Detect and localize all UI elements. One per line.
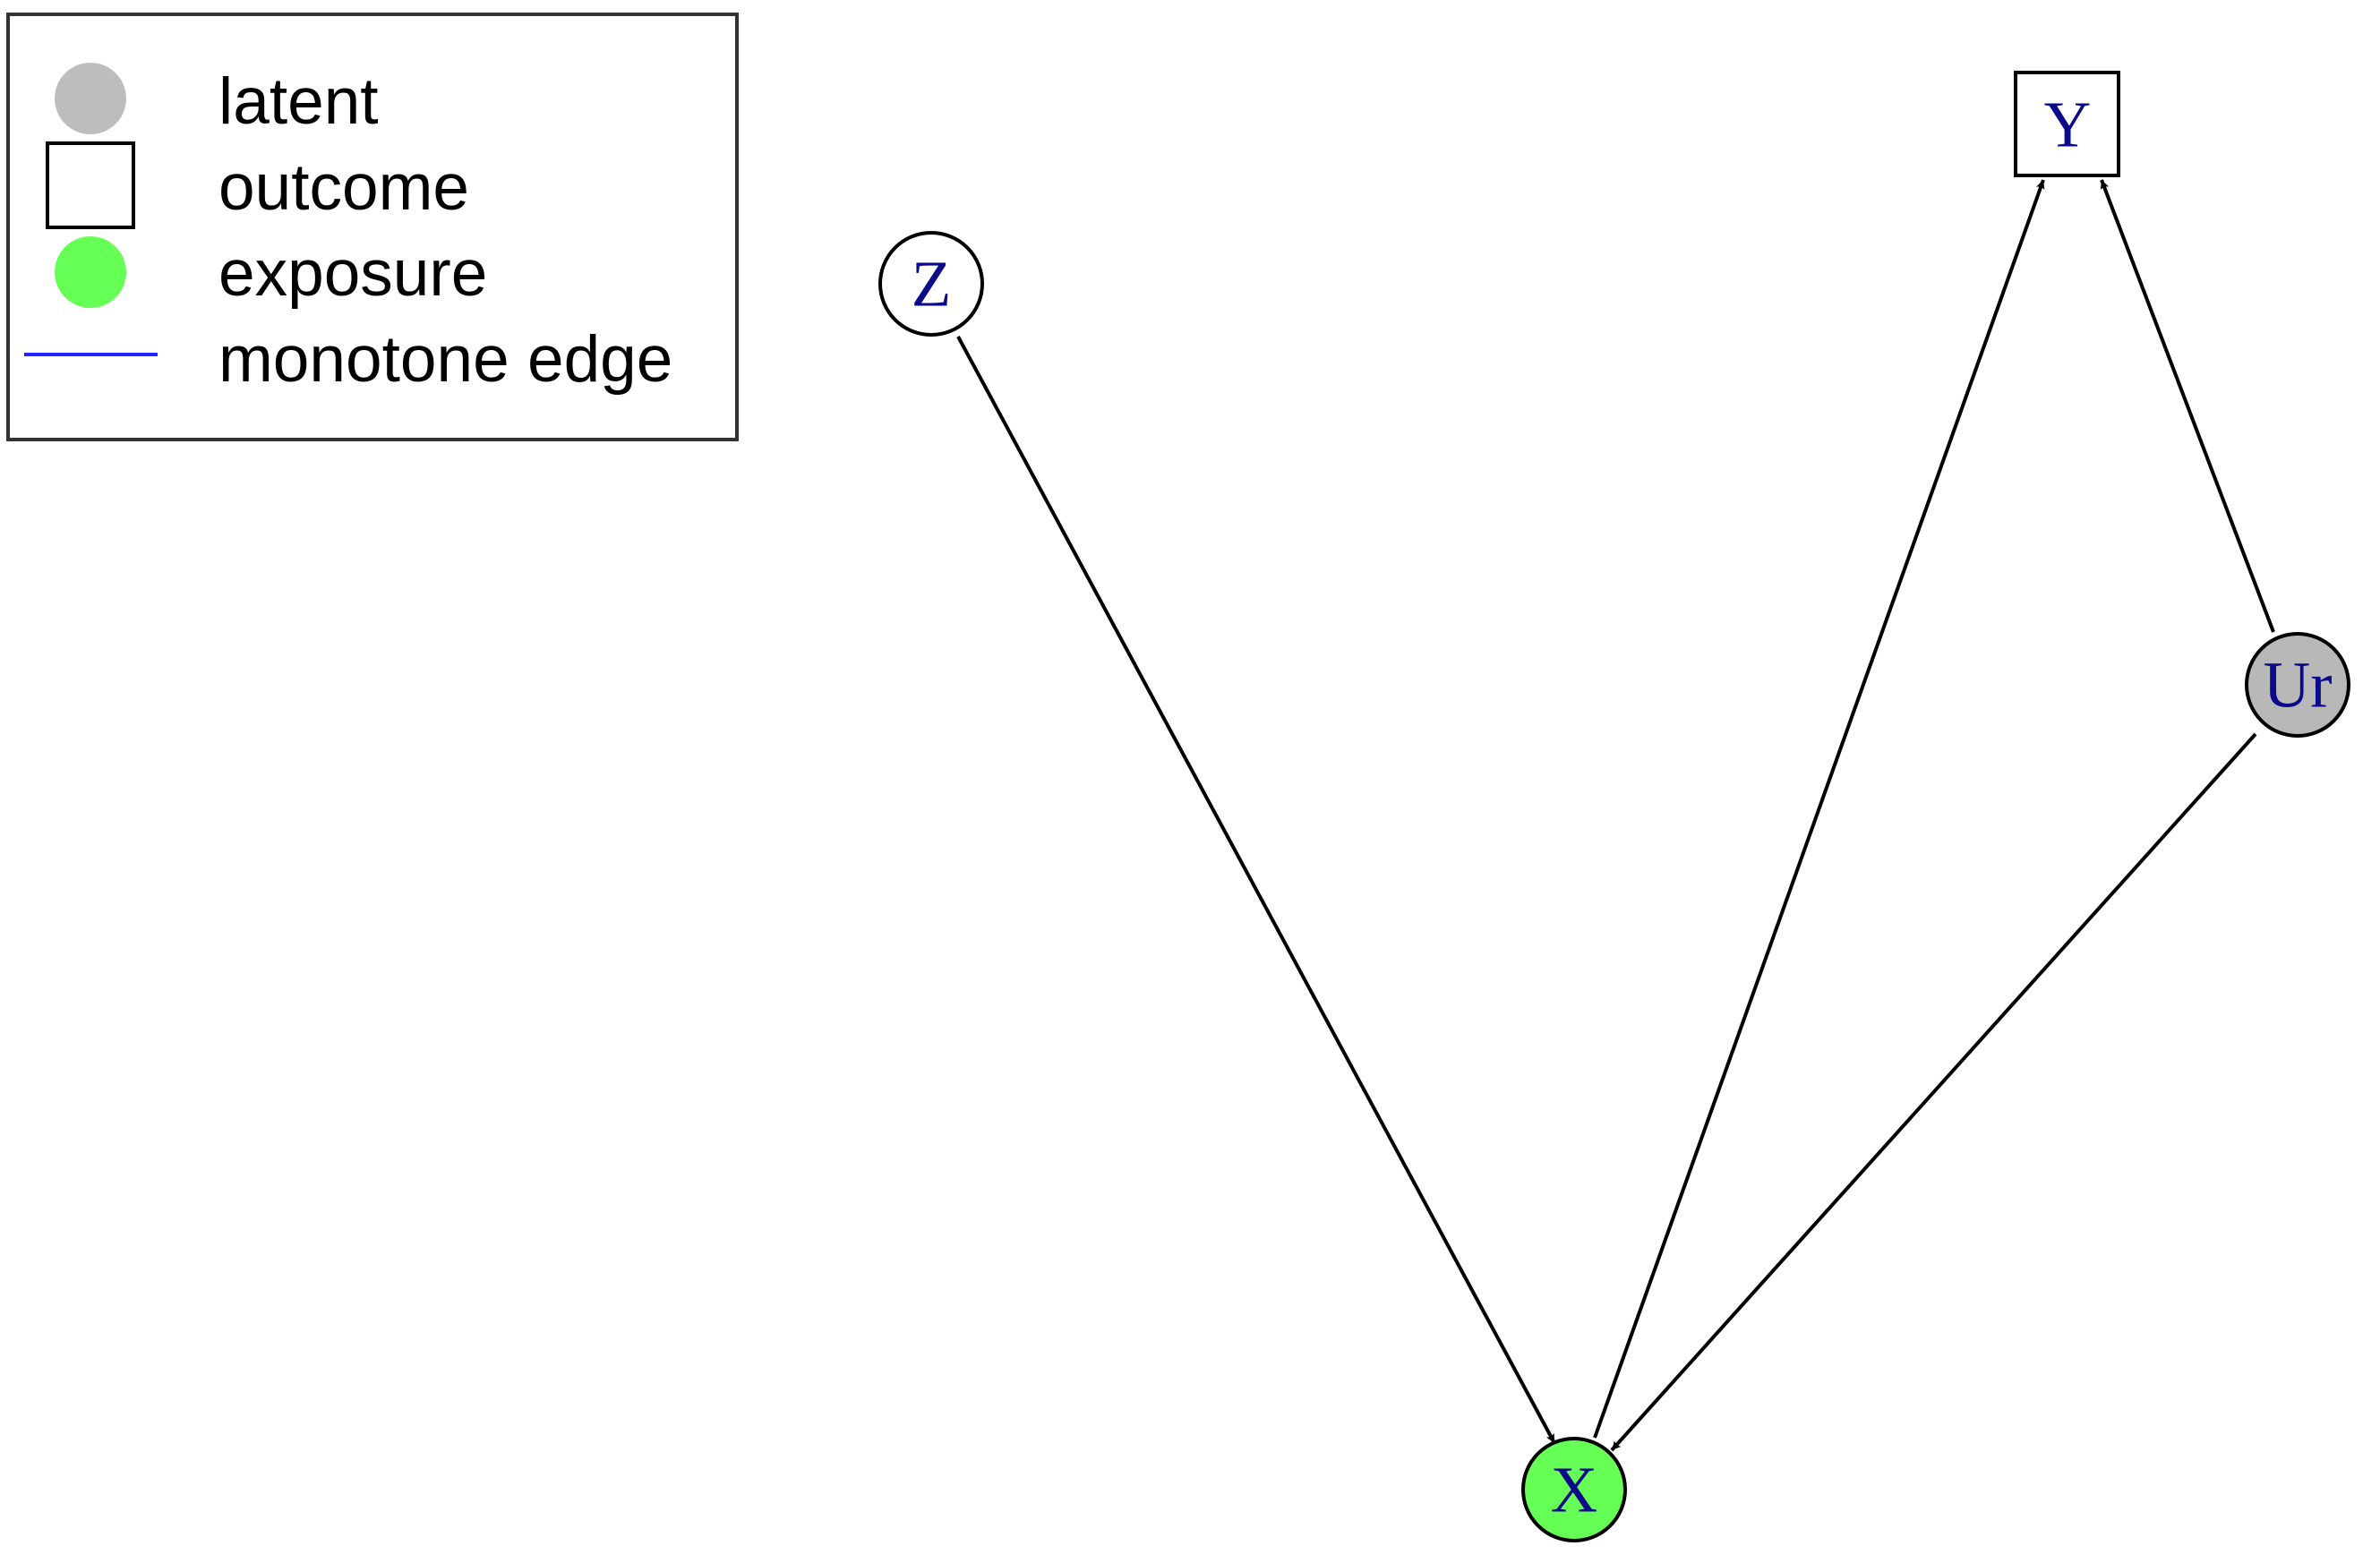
legend-label-latent: latent bbox=[218, 65, 379, 138]
legend-item-exposure: exposure bbox=[55, 236, 487, 310]
legend-label-monotone-edge: monotone edge bbox=[218, 323, 672, 396]
node-y-shape bbox=[2014, 71, 2120, 177]
latent-swatch-icon bbox=[55, 63, 126, 134]
node-x: X bbox=[1521, 1437, 1627, 1542]
exposure-swatch-icon bbox=[55, 236, 126, 308]
legend-label-exposure: exposure bbox=[218, 237, 487, 310]
legend-label-outcome: outcome bbox=[218, 151, 469, 224]
legend-item-outcome: outcome bbox=[46, 141, 469, 229]
node-x-shape bbox=[1521, 1437, 1627, 1542]
outcome-swatch-icon bbox=[46, 141, 135, 229]
node-z: Z bbox=[878, 231, 984, 337]
node-ur-shape bbox=[2245, 632, 2350, 738]
node-z-shape bbox=[878, 231, 984, 337]
legend-item-latent: latent bbox=[55, 63, 379, 138]
edge-ur-to-y bbox=[2100, 179, 2275, 633]
edges bbox=[956, 179, 2275, 1452]
legend: latent outcome exposure monotone edge bbox=[6, 13, 739, 441]
node-ur-label: Ur bbox=[2263, 649, 2332, 722]
legend-item-monotone-edge: monotone edge bbox=[24, 323, 672, 396]
edge-z-to-x bbox=[956, 336, 1556, 1444]
node-ur: Ur bbox=[2245, 632, 2350, 738]
edge-ur-to-x bbox=[1610, 732, 2257, 1452]
edge-x-to-y bbox=[1593, 179, 2045, 1439]
node-y-label: Y bbox=[2044, 89, 2092, 161]
node-z-label: Z bbox=[912, 248, 952, 320]
node-x-label: X bbox=[1551, 1454, 1598, 1526]
nodes: Z Y Ur X bbox=[878, 71, 2350, 1542]
node-y: Y bbox=[2014, 71, 2120, 177]
